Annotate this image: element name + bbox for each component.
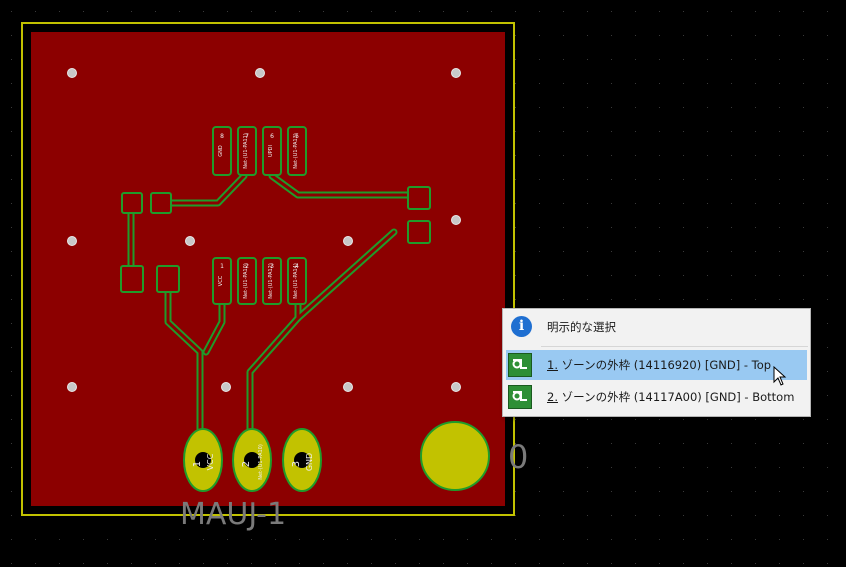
popup-item-zone-bottom[interactable]: 2. ゾーンの外枠 (14117A00) [GND] - Bottom bbox=[506, 382, 807, 412]
popup-item-zone-top[interactable]: 1. ゾーンの外枠 (14116920) [GND] - Top bbox=[506, 350, 807, 380]
svg-text:7: 7 bbox=[245, 133, 249, 140]
svg-text:Net-(U1-PA12): Net-(U1-PA12) bbox=[268, 263, 274, 299]
connector-labels: VCC Net-(U1-PA10) GND 1 2 3 bbox=[192, 444, 314, 480]
selection-popup[interactable]: i 明示的な選択 1. ゾーンの外枠 (14116920) [GND] - To… bbox=[502, 308, 811, 417]
svg-text:UPDI: UPDI bbox=[268, 145, 274, 157]
popup-item-label: 2. ゾーンの外枠 (14117A00) [GND] - Bottom bbox=[547, 390, 795, 404]
svg-text:4: 4 bbox=[295, 263, 299, 270]
svg-text:1: 1 bbox=[220, 263, 224, 270]
zone-icon bbox=[508, 385, 532, 409]
svg-text:VCC: VCC bbox=[218, 275, 224, 286]
zero-label: 0 bbox=[508, 438, 528, 476]
reference-label: MAUJ-1 bbox=[180, 497, 286, 532]
svg-text:1: 1 bbox=[192, 461, 203, 467]
ic-pin-labels: GND Net-(U1-PA11) UPDI Net-(U1-PA13) VCC… bbox=[218, 133, 299, 299]
svg-text:6: 6 bbox=[270, 133, 274, 140]
ic-pads[interactable] bbox=[212, 126, 307, 305]
svg-text:3: 3 bbox=[270, 263, 274, 270]
info-icon: i bbox=[511, 316, 532, 337]
svg-text:5: 5 bbox=[295, 133, 299, 140]
popup-separator bbox=[541, 346, 808, 347]
connector-pads[interactable] bbox=[183, 428, 322, 492]
large-pad[interactable] bbox=[420, 421, 490, 491]
popup-header: i 明示的な選択 bbox=[503, 309, 810, 345]
svg-text:2: 2 bbox=[245, 263, 249, 270]
svg-text:Net-(U1-PA10): Net-(U1-PA10) bbox=[258, 444, 264, 480]
svg-text:2: 2 bbox=[241, 461, 252, 467]
zone-icon bbox=[508, 353, 532, 377]
svg-text:Net-(U1-PA13): Net-(U1-PA13) bbox=[293, 133, 299, 169]
svg-text:GND: GND bbox=[305, 453, 314, 471]
svg-text:GND: GND bbox=[218, 145, 224, 157]
board-outline[interactable] bbox=[21, 22, 515, 516]
popup-title: 明示的な選択 bbox=[547, 320, 616, 334]
svg-text:Net-(U1-PA14): Net-(U1-PA14) bbox=[293, 263, 299, 299]
mouse-cursor-icon bbox=[773, 366, 787, 386]
popup-item-label: 1. ゾーンの外枠 (14116920) [GND] - Top bbox=[547, 358, 772, 372]
svg-text:3: 3 bbox=[291, 461, 302, 467]
ic-pin-numbers: 8 7 6 5 1 2 3 4 bbox=[220, 133, 299, 270]
smd-pads[interactable] bbox=[120, 186, 431, 293]
svg-text:VCC: VCC bbox=[206, 453, 215, 470]
via-holes bbox=[67, 68, 461, 392]
svg-text:Net-(U1-PA11): Net-(U1-PA11) bbox=[243, 133, 249, 169]
svg-text:8: 8 bbox=[220, 133, 224, 140]
svg-text:Net-(U1-PA10): Net-(U1-PA10) bbox=[243, 263, 249, 299]
